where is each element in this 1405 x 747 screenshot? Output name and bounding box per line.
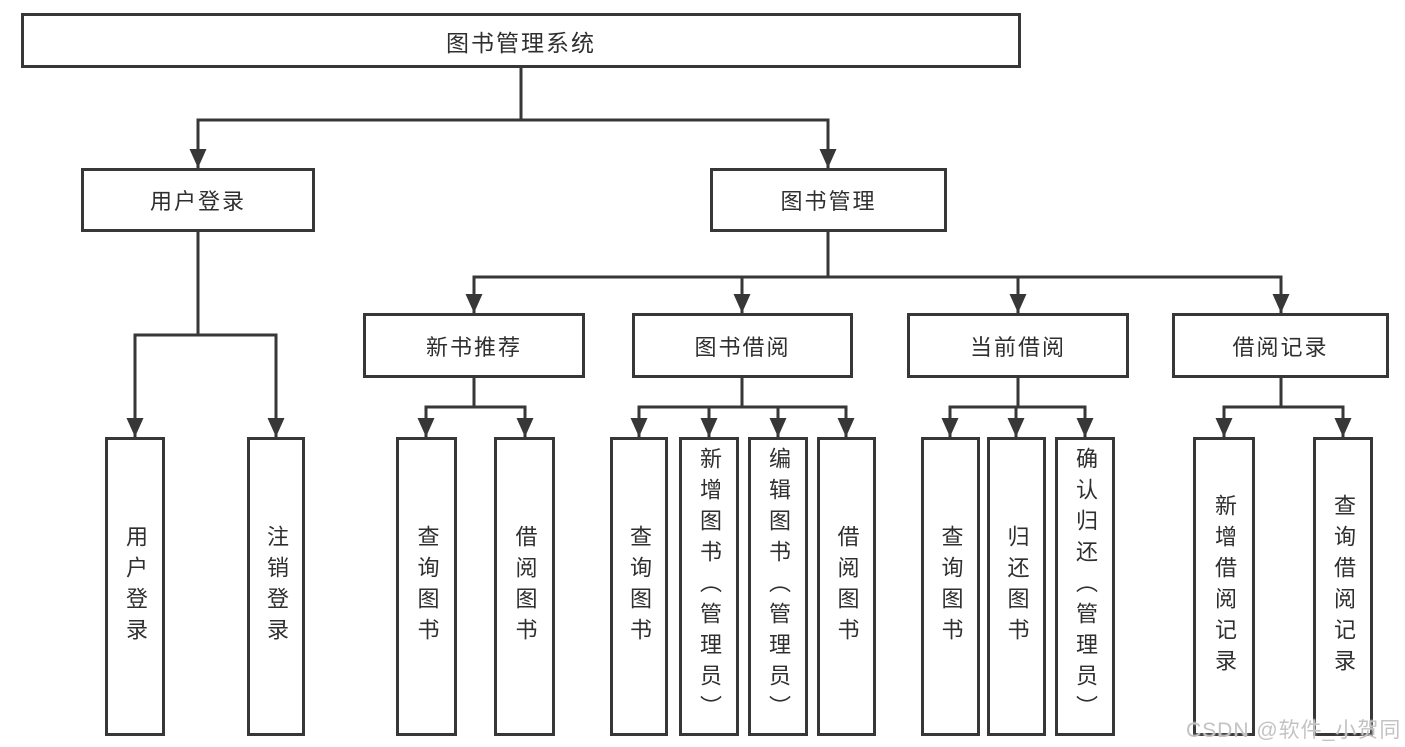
- node-current-query-books: 查询图书: [921, 437, 980, 736]
- node-return-books: 归还图书: [987, 437, 1046, 736]
- node-borrowing-records: 借阅记录: [1172, 313, 1389, 378]
- edge-user-login-children: [126, 232, 285, 437]
- node-add-books-admin: 新增图书（管理员）: [679, 437, 739, 736]
- edge-root-to-level2: [189, 68, 837, 168]
- node-add-borrow-record: 新增借阅记录: [1193, 437, 1255, 736]
- node-new-book-recommend: 新书推荐: [363, 313, 585, 378]
- node-confirm-return-admin: 确认归还（管理员）: [1055, 437, 1115, 736]
- node-user-login: 用户登录: [81, 168, 315, 232]
- edge-borrowing-records-children: [1215, 378, 1352, 437]
- edge-book-management-children: [465, 232, 1290, 313]
- csdn-watermark: CSDN @软件_小贺同学: [1186, 719, 1402, 742]
- node-book-management: 图书管理: [710, 168, 947, 232]
- node-recommend-borrow-books: 借阅图书: [494, 437, 555, 736]
- edge-book-borrowing-children: [630, 378, 855, 437]
- edge-current-borrowing-children: [941, 378, 1094, 437]
- node-user-login-leaf: 用户登录: [105, 437, 165, 736]
- node-query-borrow-record: 查询借阅记录: [1313, 437, 1373, 736]
- node-borrowing-query-books: 查询图书: [610, 437, 668, 736]
- node-edit-books-admin: 编辑图书（管理员）: [748, 437, 808, 736]
- node-recommend-query-books: 查询图书: [396, 437, 457, 736]
- node-logout-leaf: 注销登录: [247, 437, 305, 736]
- node-root: 图书管理系统: [21, 13, 1021, 68]
- node-current-borrowing: 当前借阅: [907, 313, 1129, 378]
- edge-new-book-recommend-children: [417, 378, 534, 437]
- node-book-borrowing: 图书借阅: [632, 313, 853, 378]
- node-borrowing-borrow-books: 借阅图书: [817, 437, 876, 736]
